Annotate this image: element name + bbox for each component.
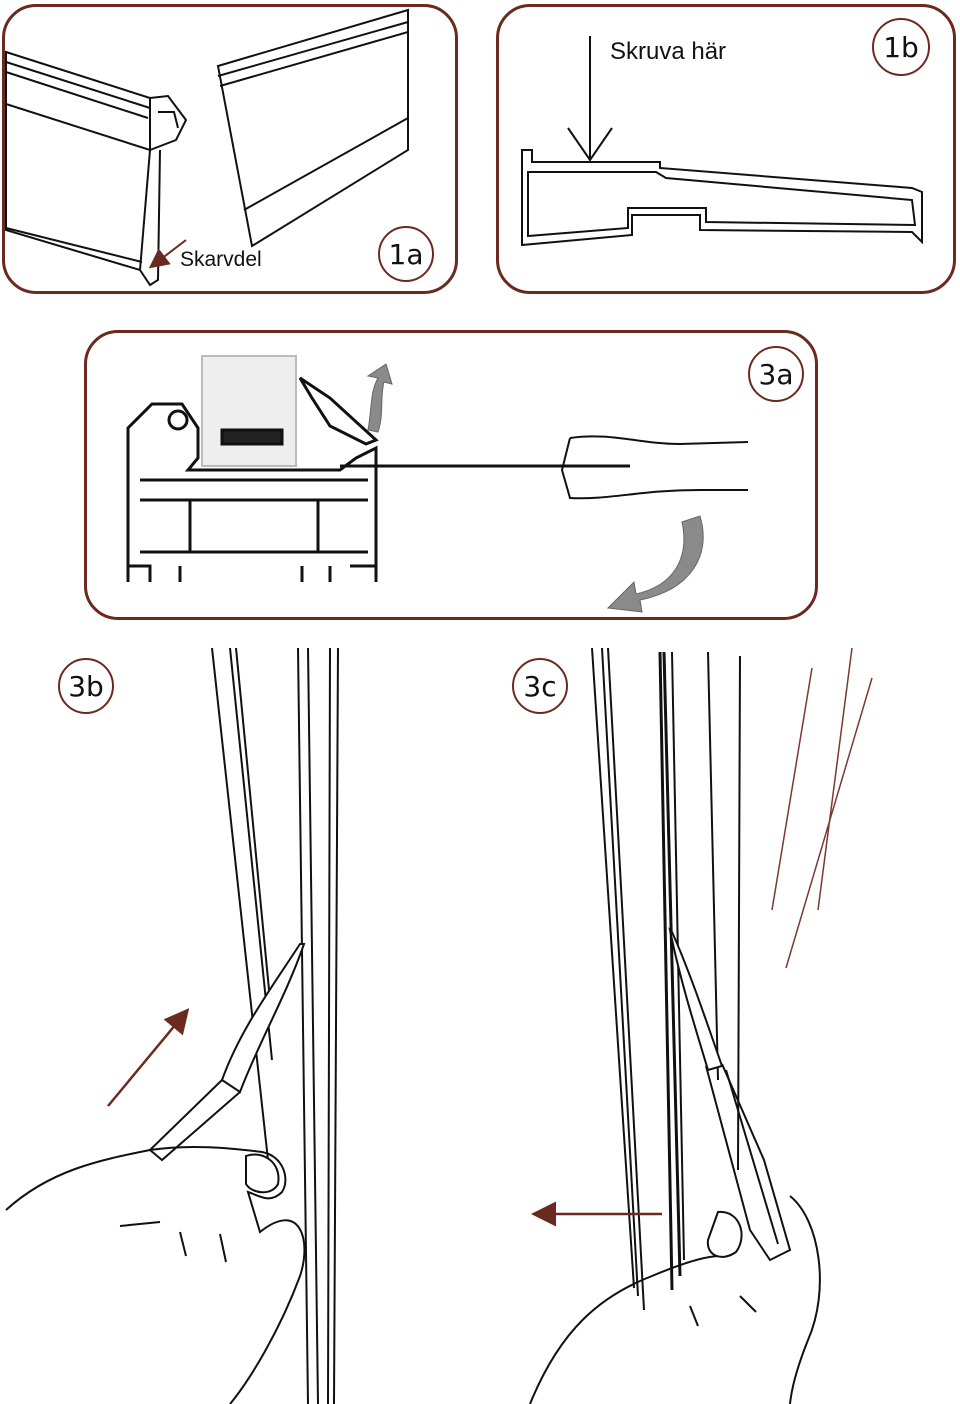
screw-here-arrowhead [567, 127, 613, 162]
glazing-profile-drawing [126, 355, 379, 582]
glazing-tool-drawing [340, 435, 749, 500]
panel-1a-badge: 1a [378, 226, 434, 282]
pull-down-arrow [606, 515, 704, 613]
profile-joint-drawing [5, 8, 409, 287]
gasket-cut-up-drawing [5, 647, 339, 1404]
cross-section-drawing [521, 149, 923, 247]
lift-up-arrow [366, 363, 393, 433]
skruva-har-label: Skruva här [610, 38, 727, 65]
panel-3b-badge: 3b [58, 658, 114, 714]
skarvdel-label: Skarvdel [180, 248, 262, 271]
panel-1b-badge: 1b [872, 18, 930, 76]
gasket-pull-side-drawing [529, 647, 821, 1404]
motion-lines [771, 647, 873, 969]
panel-3c-badge: 3c [512, 658, 568, 714]
panel-3a-badge: 3a [748, 346, 804, 402]
cut-up-direction-arrow [107, 1008, 190, 1107]
skarvdel-pointer-arrow [148, 239, 187, 269]
